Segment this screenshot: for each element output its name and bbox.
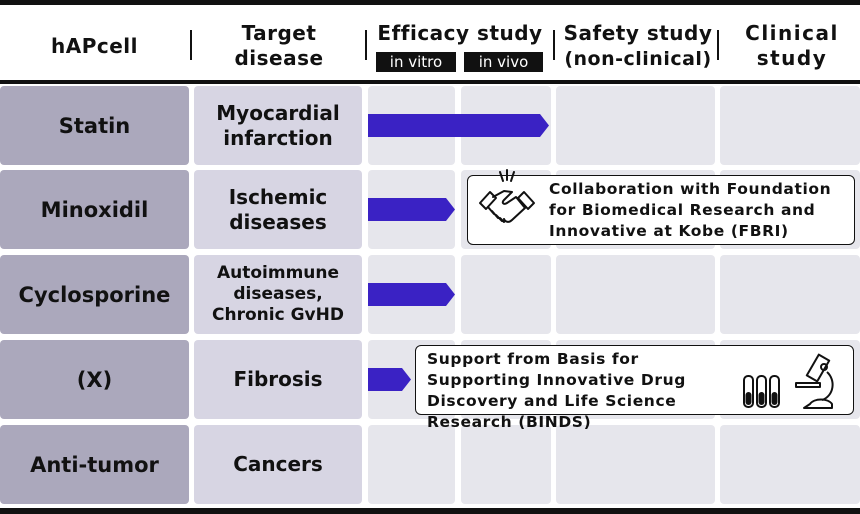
- header-hapcell: hAPcell: [50, 34, 138, 58]
- grid-cell: [720, 86, 860, 165]
- grid-cell: [556, 86, 715, 165]
- header-efficacy: Efficacy study: [377, 21, 543, 45]
- hapcell-name: (X): [0, 340, 189, 419]
- target-disease: Autoimmune diseases, Chronic GvHD: [194, 255, 362, 334]
- hapcell-name: Minoxidil: [0, 170, 189, 249]
- grid-cell: [461, 425, 551, 504]
- grid-cell: [720, 425, 860, 504]
- grid-cell: [368, 425, 455, 504]
- header-safety-sub: (non-clinical): [564, 48, 712, 70]
- header-clinical: Clinical study: [745, 21, 839, 70]
- hapcell-name: Anti-tumor: [0, 425, 189, 504]
- fbri-text: Collaboration with Foundation for Biomed…: [549, 180, 832, 240]
- progress-arrow: [368, 283, 455, 306]
- hapcell-name: Cyclosporine: [0, 255, 189, 334]
- grid-cell: [461, 255, 551, 334]
- tag-in-vivo: in vivo: [464, 52, 543, 72]
- header-border: [0, 80, 860, 84]
- target-disease: Ischemic diseases: [194, 170, 362, 249]
- grid-cell: [556, 255, 715, 334]
- top-border: [0, 0, 860, 5]
- target-disease: Fibrosis: [194, 340, 362, 419]
- binds-note: Support from Basis for Supporting Innova…: [415, 345, 854, 431]
- fbri-note: Collaboration with Foundation for Biomed…: [467, 169, 855, 245]
- grid-cell: [556, 425, 715, 504]
- progress-arrow: [368, 114, 549, 137]
- tag-in-vitro: in vitro: [376, 52, 456, 72]
- grid-cell: [720, 255, 860, 334]
- header-divider: [190, 30, 192, 60]
- test-tubes-icon: [743, 375, 780, 408]
- header-divider: [553, 30, 555, 60]
- header-divider: [717, 30, 719, 60]
- microscope-icon: [795, 353, 834, 409]
- header-safety: Safety study: [563, 21, 713, 45]
- progress-arrow: [368, 368, 411, 391]
- target-disease: Cancers: [194, 425, 362, 504]
- progress-arrow: [368, 198, 455, 221]
- hapcell-name: Statin: [0, 86, 189, 165]
- binds-text: Support from Basis for Supporting Innova…: [427, 350, 686, 431]
- header-divider: [365, 30, 367, 60]
- bottom-border: [0, 508, 860, 514]
- header-target-disease: Target disease: [234, 21, 324, 70]
- handshake-icon: [479, 169, 535, 223]
- target-disease: Myocardial infarction: [194, 86, 362, 165]
